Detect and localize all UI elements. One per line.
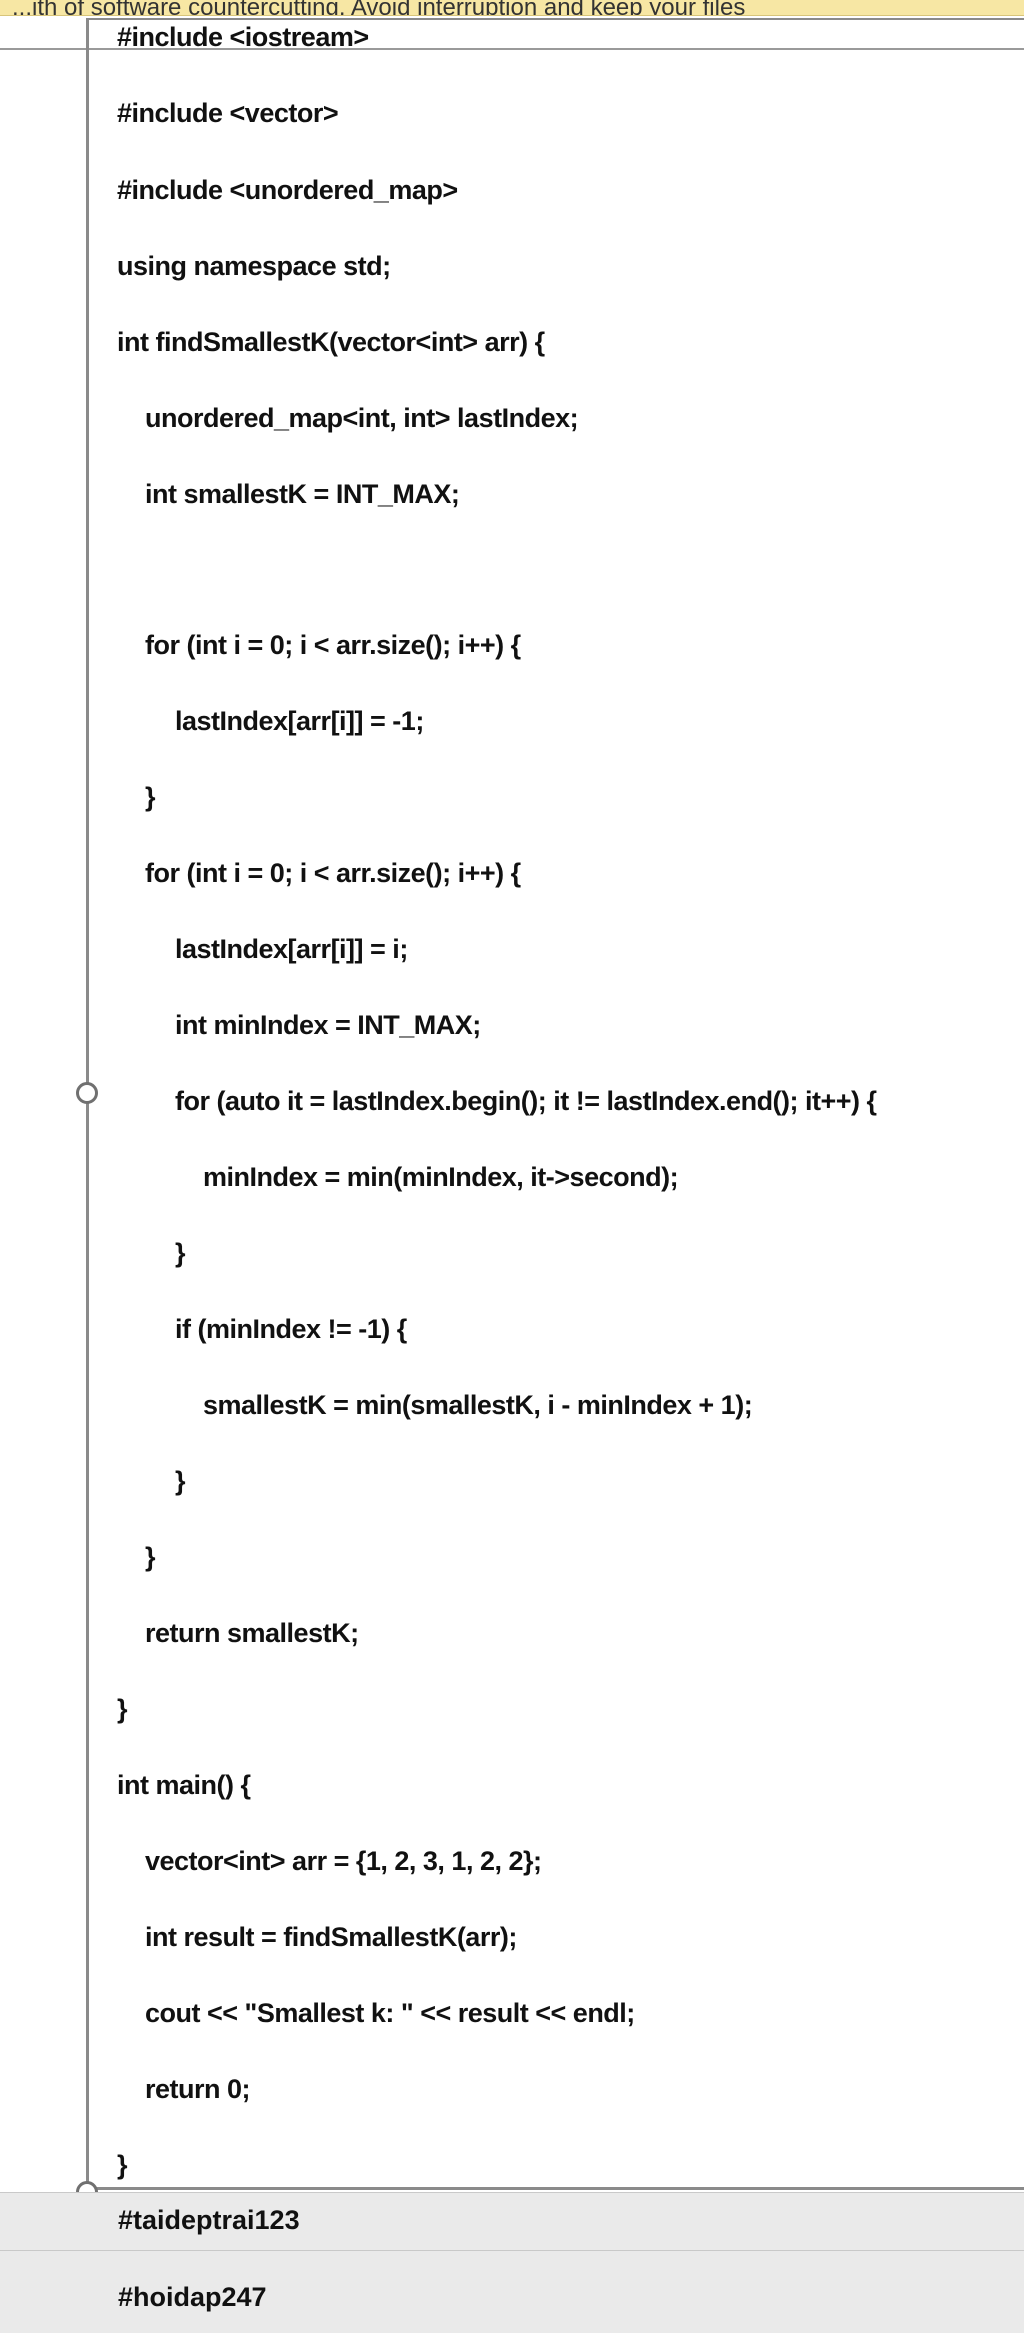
code-line: } — [145, 782, 156, 812]
code-line: int findSmallestK(vector<int> arr) { — [117, 327, 545, 357]
code-line: return smallestK; — [145, 1618, 359, 1648]
code-line: return 0; — [145, 2074, 251, 2104]
code-line: vector<int> arr = {1, 2, 3, 1, 2, 2}; — [145, 1846, 542, 1876]
code-line: for (auto it = lastIndex.begin(); it != … — [175, 1086, 877, 1116]
hashtag-row-2 — [0, 2250, 1024, 2333]
code-line: } — [175, 1466, 186, 1496]
code-line: #include <vector> — [117, 98, 339, 128]
code-line: int smallestK = INT_MAX; — [145, 479, 460, 509]
code-line: #include <unordered_map> — [117, 175, 458, 205]
info-banner: ...ith of software countercutting. Avoid… — [0, 0, 1024, 16]
code-line: } — [117, 1694, 128, 1724]
hashtag: #hoidap247 — [118, 2282, 267, 2312]
code-line: } — [175, 1238, 186, 1268]
code-line: int main() { — [117, 1770, 251, 1800]
resize-handle-top[interactable] — [76, 1082, 98, 1104]
code-line: } — [145, 1542, 156, 1572]
code-line: cout << "Smallest k: " << result << endl… — [145, 1998, 635, 2028]
code-line: lastIndex[arr[i]] = -1; — [175, 706, 424, 736]
hashtag-row-1 — [0, 2192, 1024, 2251]
code-block-frame — [86, 18, 1024, 2190]
code-line: lastIndex[arr[i]] = i; — [175, 934, 408, 964]
code-line: minIndex = min(minIndex, it->second); — [203, 1162, 679, 1192]
code-line: for (int i = 0; i < arr.size(); i++) { — [145, 858, 521, 888]
code-line: int result = findSmallestK(arr); — [145, 1922, 517, 1952]
top-divider — [0, 48, 1024, 50]
code-line: for (int i = 0; i < arr.size(); i++) { — [145, 630, 521, 660]
code-line: smallestK = min(smallestK, i - minIndex … — [203, 1390, 753, 1420]
code-line: int minIndex = INT_MAX; — [175, 1010, 481, 1040]
code-line: #include <iostream> — [117, 22, 369, 52]
code-line: if (minIndex != -1) { — [175, 1314, 407, 1344]
hashtag: #taideptrai123 — [118, 2205, 300, 2235]
code-line: using namespace std; — [117, 251, 391, 281]
code-line: unordered_map<int, int> lastIndex; — [145, 403, 579, 433]
code-line: } — [117, 2150, 128, 2180]
